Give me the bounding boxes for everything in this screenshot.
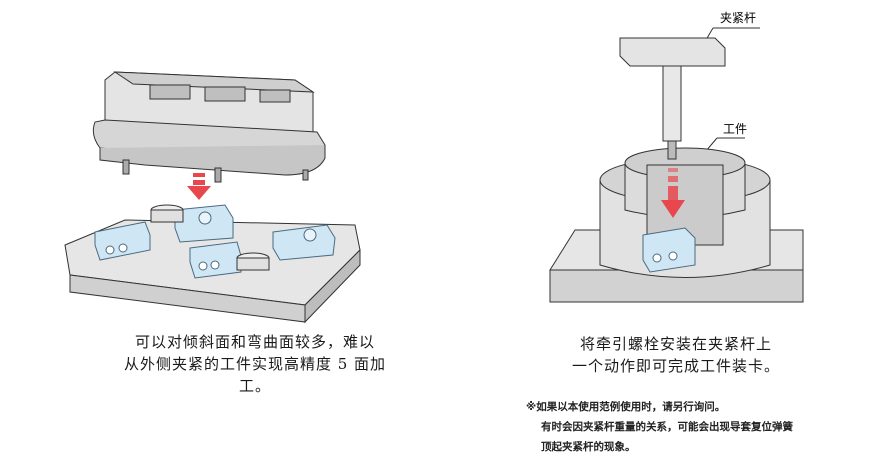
note-line: 顶起夹紧杆的现象。: [541, 441, 636, 453]
caption-line: 一个动作即可完成工件装卡。: [571, 357, 780, 375]
left-illustration: [64, 71, 361, 324]
caption-line: 从外侧夹紧的工件实现高精度 5 面加工。: [123, 355, 387, 395]
clamp-block: [272, 224, 336, 261]
left-caption: 可以对倾斜面和弯曲面较多，难以 从外侧夹紧的工件实现高精度 5 面加工。: [110, 331, 400, 397]
clamp-block: [189, 241, 242, 279]
guide-cylinder: [150, 204, 270, 271]
label-workpiece: 工件: [723, 122, 747, 136]
workpiece-cylinder: [599, 147, 771, 278]
caption-line: 可以对倾斜面和弯曲面较多，难以: [134, 333, 375, 351]
right-caption: 将牵引螺栓安装在夹紧杆上 一个动作即可完成工件装卡。: [566, 333, 786, 377]
caption-line: 将牵引螺栓安装在夹紧杆上: [579, 335, 772, 353]
workpiece-housing: [92, 71, 326, 183]
note-line: 有时会因夹紧杆重量的关系，可能会出现导套复位弹簧: [541, 421, 793, 433]
right-illustration: 夹紧杆 工件: [549, 11, 804, 303]
clamp-bar: [619, 37, 726, 160]
clamp-block: [94, 221, 151, 261]
note-line: ※如果以本使用范例使用时，请另行询问。: [526, 401, 726, 413]
label-clamp-bar: 夹紧杆: [720, 11, 756, 25]
clamp-block: [642, 227, 696, 273]
usage-notes: ※如果以本使用范例使用时，请另行询问。 有时会因夹紧杆重量的关系，可能会出现导套…: [526, 397, 793, 457]
down-arrow-icon: [661, 168, 685, 218]
down-arrow-icon: [187, 173, 211, 200]
clamp-block: [174, 204, 234, 243]
